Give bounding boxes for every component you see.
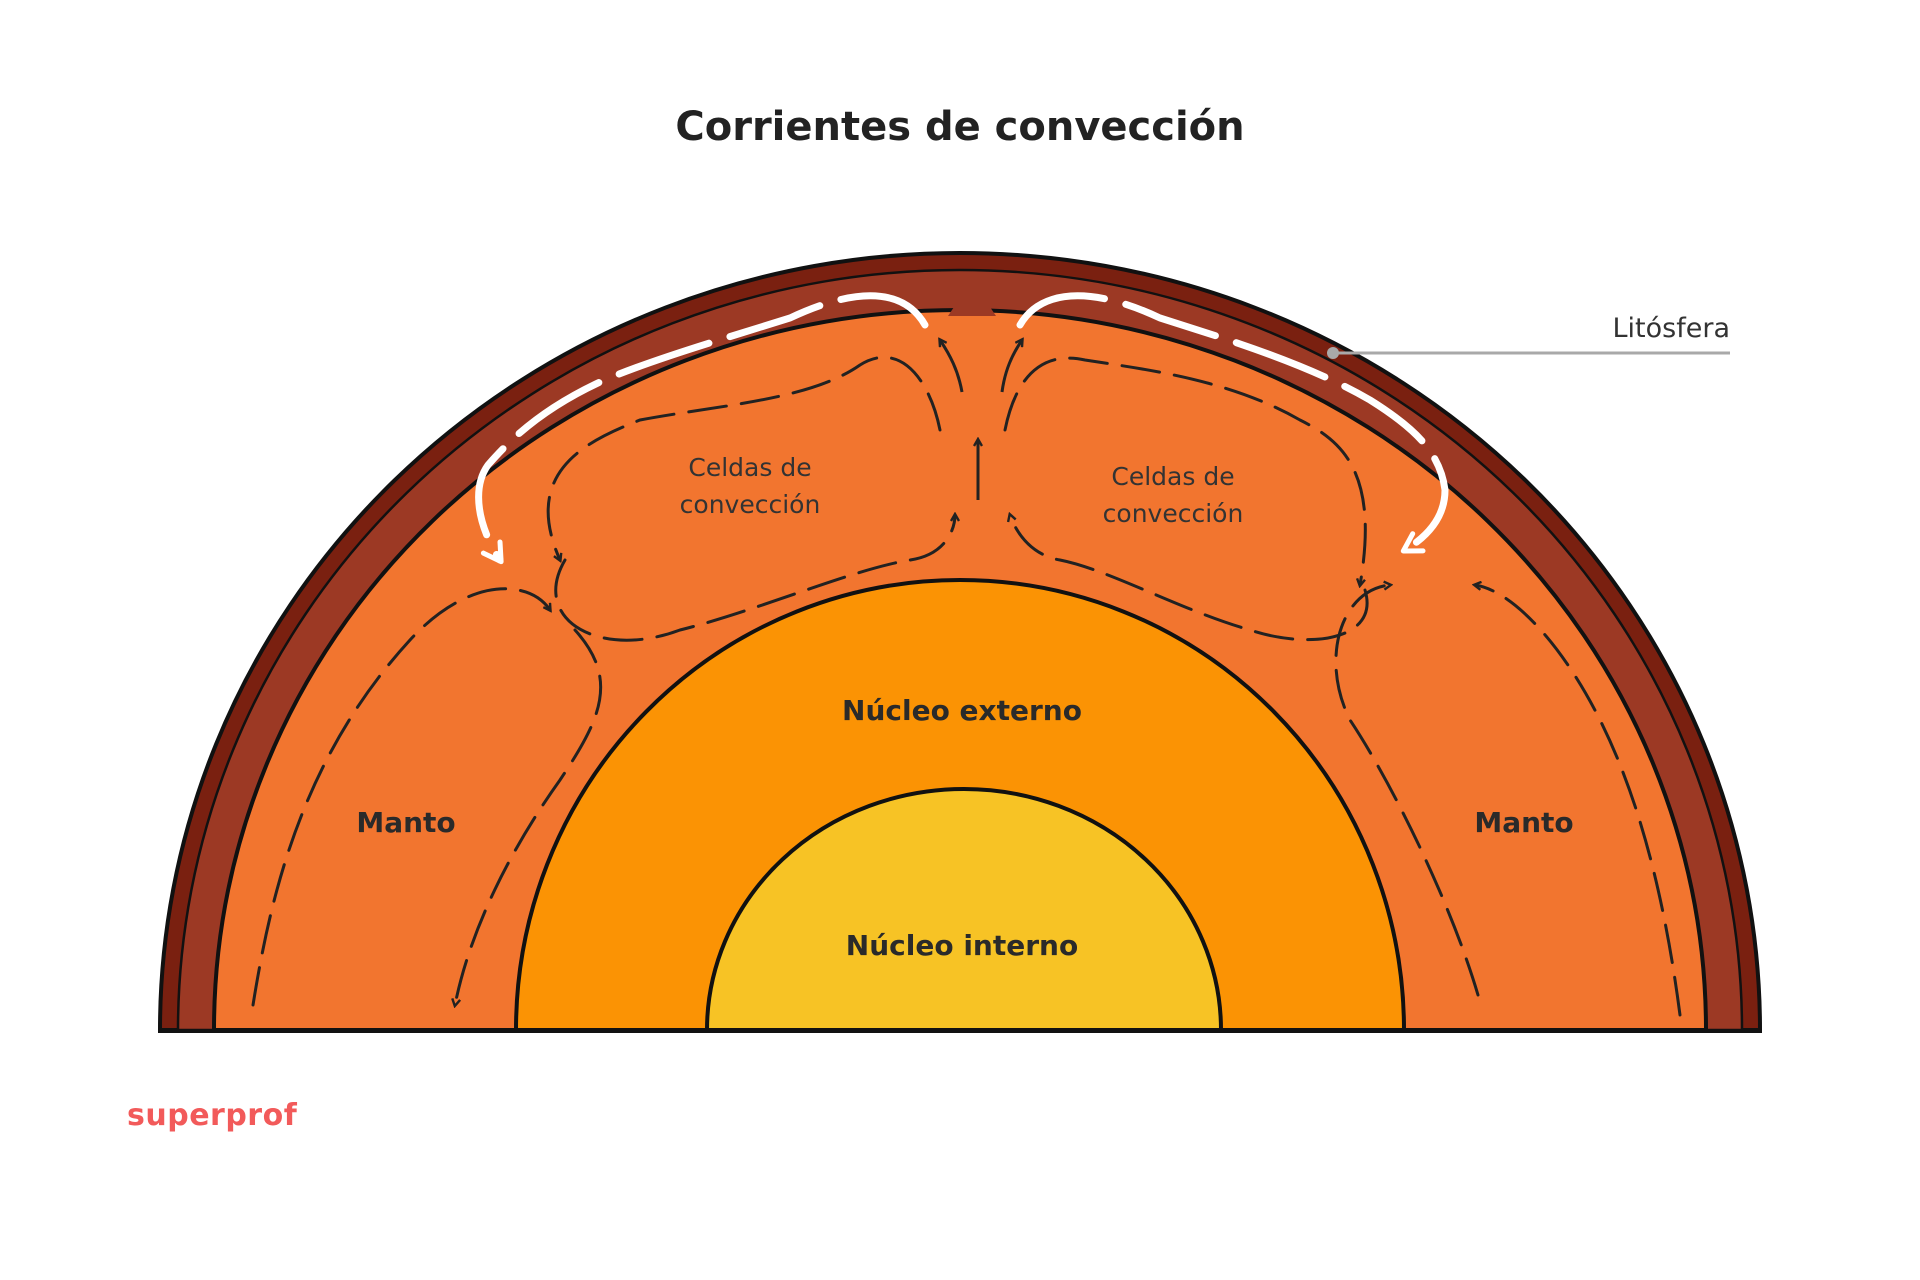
inner-core-layer — [704, 787, 1224, 1032]
callout-dot — [1327, 347, 1339, 359]
cell-label-left-line2: convección — [680, 490, 821, 519]
earth-layers — [157, 251, 1763, 1033]
diagram-title: Corrientes de convección — [675, 104, 1245, 150]
lithosphere-label: Litósfera — [1613, 313, 1730, 344]
convection-flows — [251, 355, 1682, 1017]
cell-label-right-line1: Celdas de — [1111, 462, 1234, 491]
flow-arrow — [1003, 356, 1367, 585]
outer-core-label: Núcleo externo — [842, 694, 1082, 727]
flow-arrow — [1475, 585, 1682, 1017]
plate-motion-arrows — [475, 292, 1449, 565]
brand-logo: superprof — [127, 1098, 298, 1133]
mantle-label-left: Manto — [356, 806, 455, 839]
plate-arrow — [475, 292, 929, 565]
mantle-label-right: Manto — [1474, 806, 1573, 839]
rising-plume-arrows — [940, 340, 1022, 500]
flow-arrow — [1000, 340, 1022, 393]
flow-arrow — [251, 587, 550, 1007]
flow-arrow — [546, 355, 942, 560]
lithosphere-callout: Litósfera — [1327, 313, 1730, 359]
ridge-peak — [948, 280, 996, 316]
inner-core-label: Núcleo interno — [846, 929, 1078, 962]
flow-arrow — [1334, 585, 1480, 997]
plate-arrow — [1016, 292, 1449, 554]
cell-label-left-line1: Celdas de — [688, 453, 811, 482]
layer-labels: Celdas de convección Celdas de convecció… — [356, 453, 1573, 962]
flow-arrow — [1010, 515, 1369, 642]
flow-arrow — [940, 340, 964, 393]
cell-label-right-line2: convección — [1103, 499, 1244, 528]
flow-arrow — [554, 515, 955, 642]
flow-arrow — [455, 628, 603, 1005]
